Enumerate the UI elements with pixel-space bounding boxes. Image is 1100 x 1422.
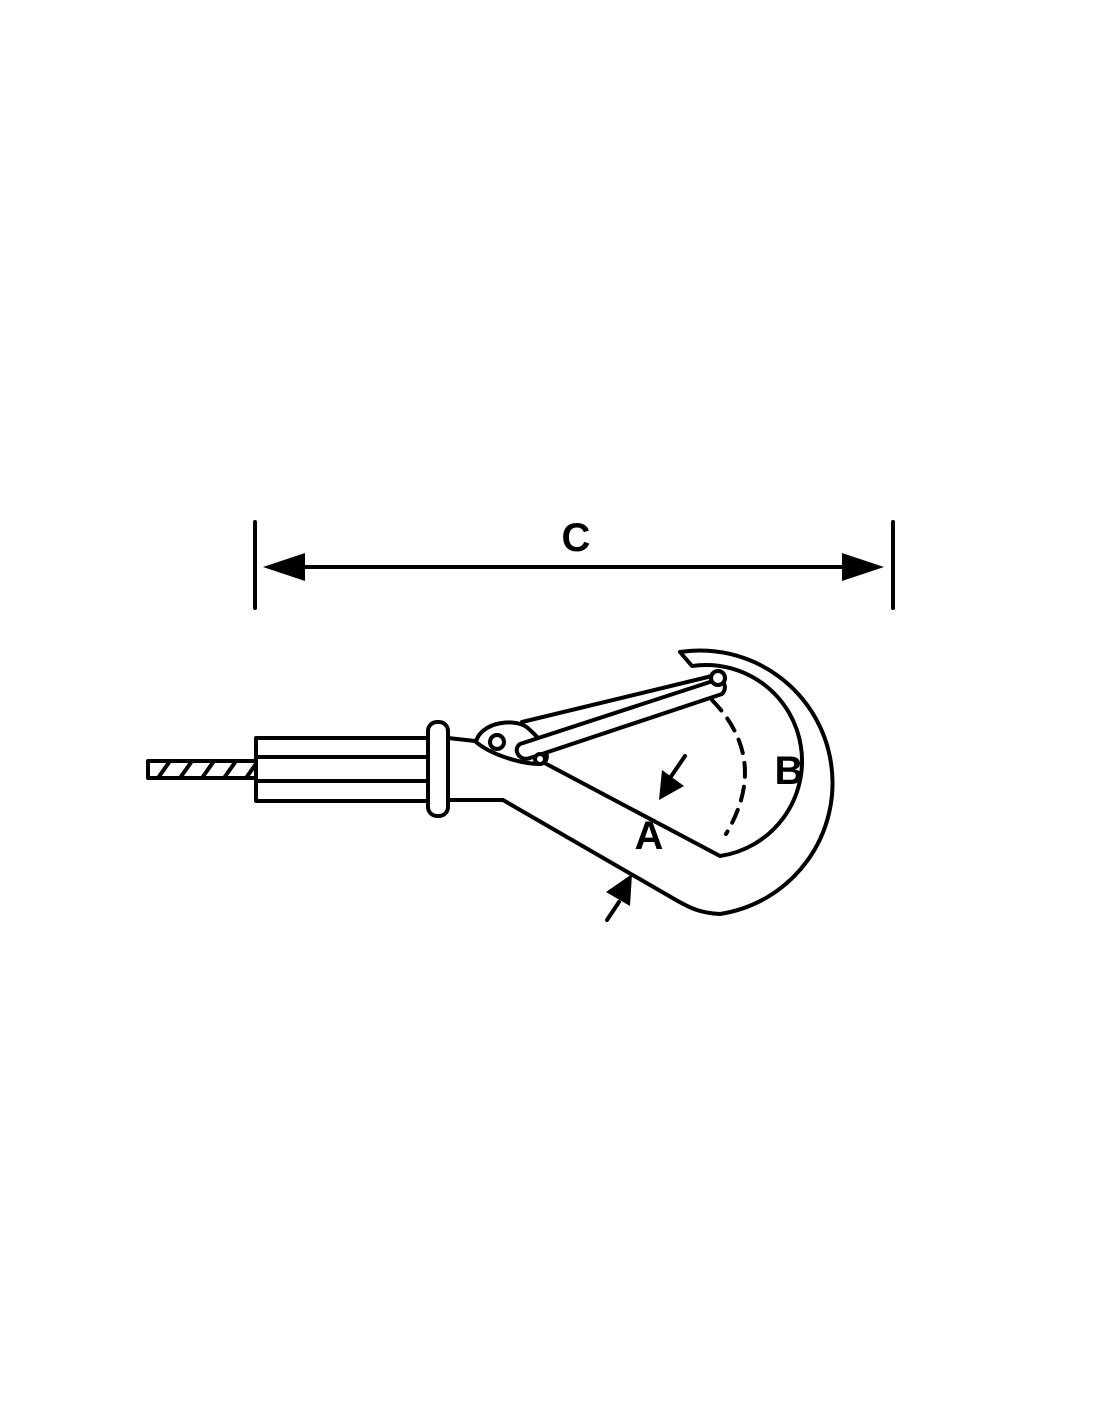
hook-body [446,648,835,916]
latch-lower-pin [533,752,547,766]
ferrule-collar [426,720,450,818]
dimension-a-lower-arrowhead [606,874,632,906]
dimension-c: C [253,516,895,610]
wire-rope [146,759,260,780]
dimension-a-lower-leader [605,900,621,922]
latch-arm [514,677,727,761]
latch-pivot-pin [488,733,506,751]
rope-strand [200,759,216,780]
dimension-b: B [710,698,804,836]
ferrule-sleeve [254,736,433,803]
dimension-c-label: C [562,516,591,560]
dimension-a: A [605,754,687,922]
rope-strand [222,759,238,780]
rope-strand [178,759,194,780]
dimension-b-label: B [775,749,804,793]
dimension-c-right-arrowhead [842,553,884,581]
dimension-c-left-arrowhead [263,553,305,581]
latch-arm-upper [520,674,714,724]
dimension-b-arc [710,698,747,836]
safety-latch [474,669,727,766]
ferrule [254,720,450,818]
dimension-a-upper-arrowhead [659,770,684,800]
dimension-a-upper-leader [668,754,687,780]
dimension-a-label: A [635,814,664,858]
rope-strand [156,759,172,780]
latch-tip [709,669,727,687]
